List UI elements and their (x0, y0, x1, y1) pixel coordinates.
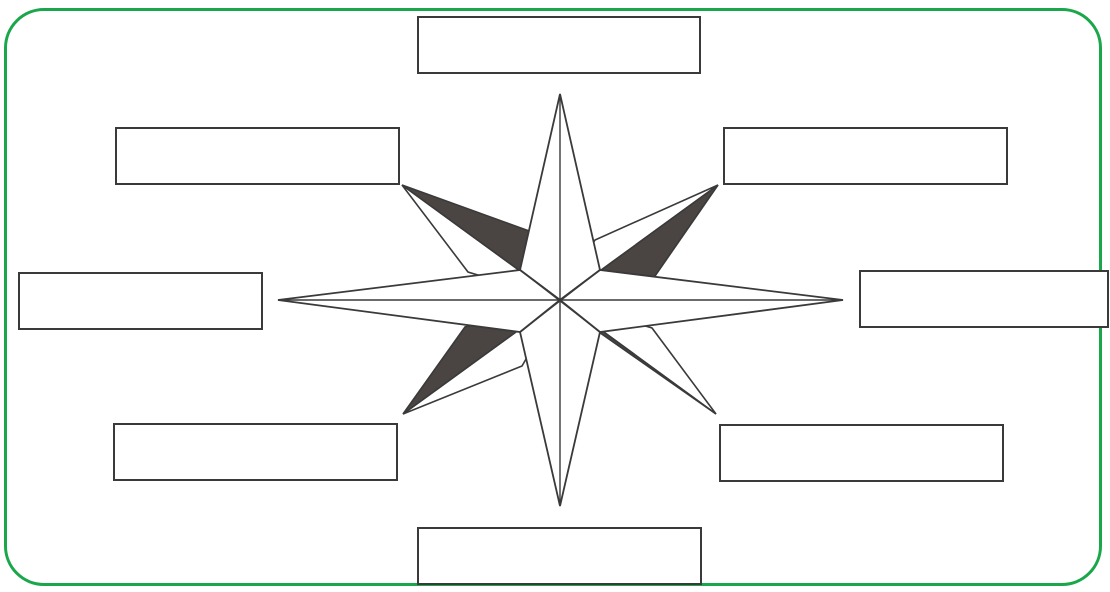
label-box-southeast[interactable] (719, 424, 1004, 482)
label-box-south[interactable] (417, 527, 702, 585)
label-box-southwest[interactable] (113, 423, 398, 481)
label-box-north[interactable] (417, 16, 701, 74)
compass-point-west (278, 270, 560, 332)
label-box-northwest[interactable] (115, 127, 400, 185)
compass-point-east (560, 270, 843, 332)
compass-point-south (520, 300, 600, 506)
label-box-west[interactable] (18, 272, 263, 330)
label-box-east[interactable] (859, 270, 1109, 328)
compass-point-north (520, 94, 600, 300)
label-box-northeast[interactable] (723, 127, 1008, 185)
